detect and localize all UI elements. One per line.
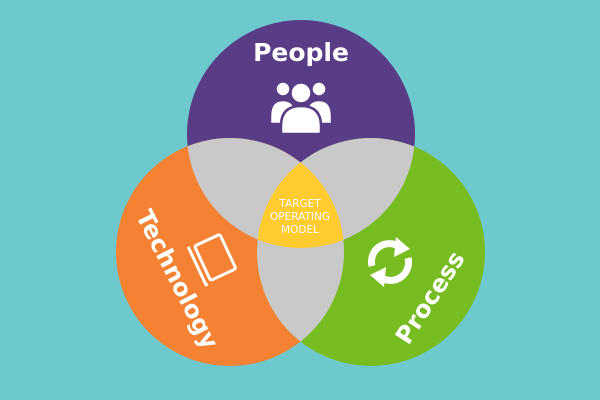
refresh-cycle-icon bbox=[367, 237, 413, 287]
center-label-line1: TARGET bbox=[278, 198, 321, 210]
center-label-line2: OPERATING bbox=[270, 211, 330, 223]
target-operating-model-center bbox=[257, 138, 344, 248]
laptop-icon bbox=[186, 233, 237, 287]
center-label-line3: MODEL bbox=[281, 224, 319, 236]
people-group-icon bbox=[268, 80, 334, 136]
people-label: People bbox=[253, 38, 349, 67]
